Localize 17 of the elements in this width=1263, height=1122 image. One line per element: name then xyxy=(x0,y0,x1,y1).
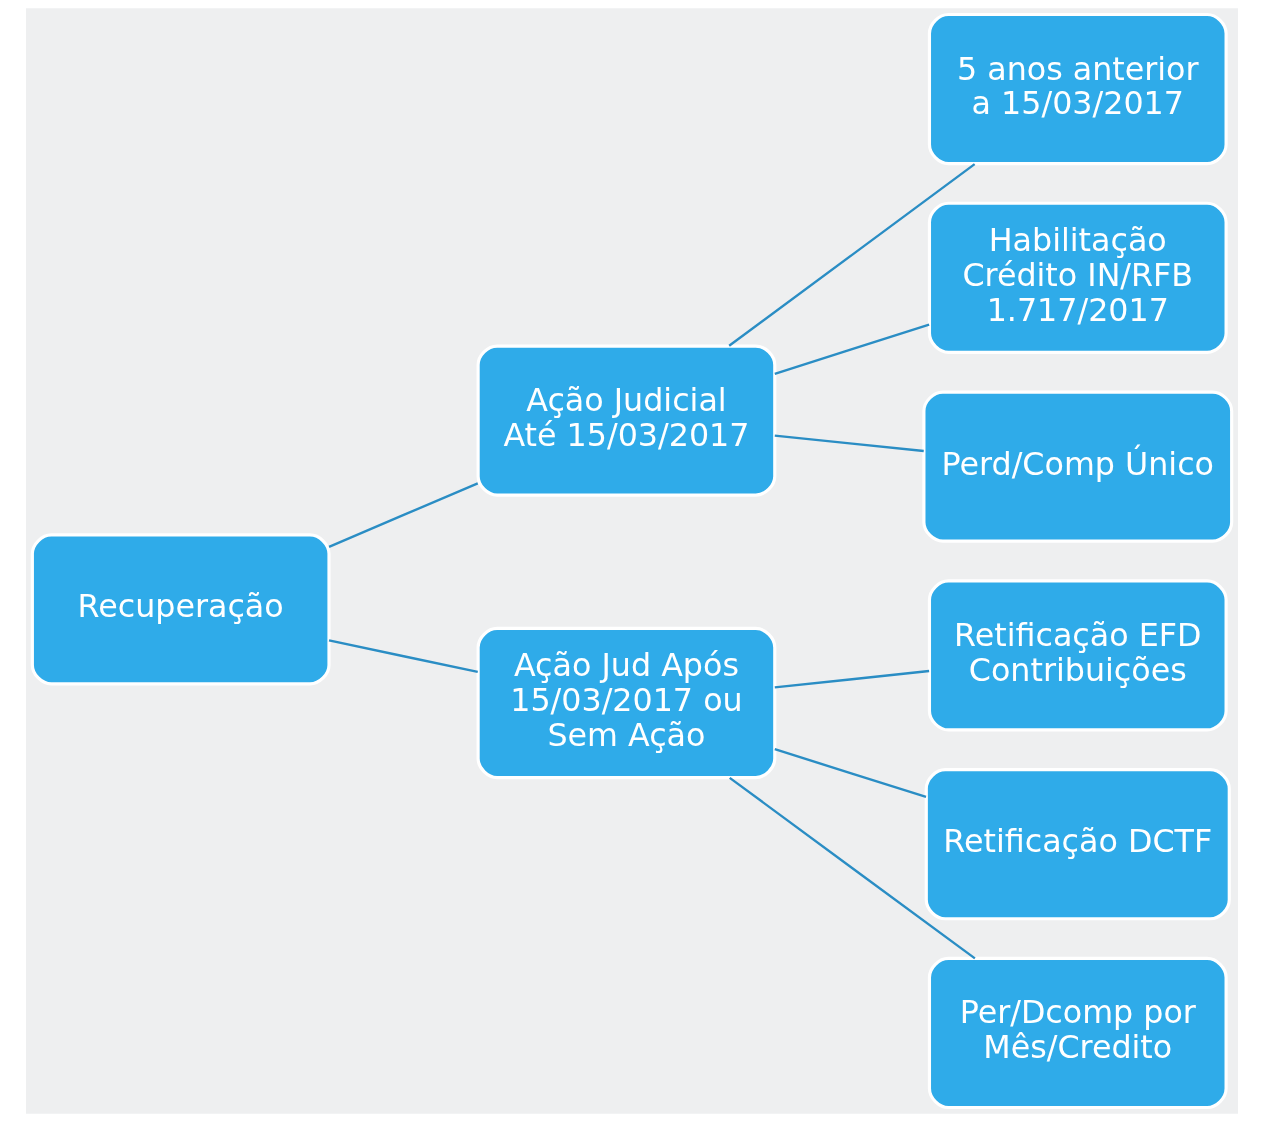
node-box: Retificação EFD Contribuições xyxy=(927,579,1228,732)
connector xyxy=(773,748,926,798)
connector xyxy=(328,639,478,674)
connector xyxy=(728,776,976,960)
node-box: Habilitação Crédito IN/RFB 1.717/2017 xyxy=(927,201,1228,354)
node-box: Perd/Comp Único xyxy=(921,390,1233,543)
connector xyxy=(773,323,929,375)
node-box: Ação Jud Após 15/03/2017 ou Sem Ação xyxy=(476,626,776,780)
node-box: Ação Judicial Até 15/03/2017 xyxy=(476,344,776,497)
node-box: Per/Dcomp por Mês/Credito xyxy=(927,956,1228,1110)
connector xyxy=(328,482,478,548)
connector xyxy=(774,669,929,689)
node-box: 5 anos anterior a 15/03/2017 xyxy=(927,12,1228,166)
connector xyxy=(774,434,924,453)
node-box: Retificação DCTF xyxy=(924,768,1231,921)
node-box: Recuperação xyxy=(30,533,331,686)
connector xyxy=(727,163,975,347)
